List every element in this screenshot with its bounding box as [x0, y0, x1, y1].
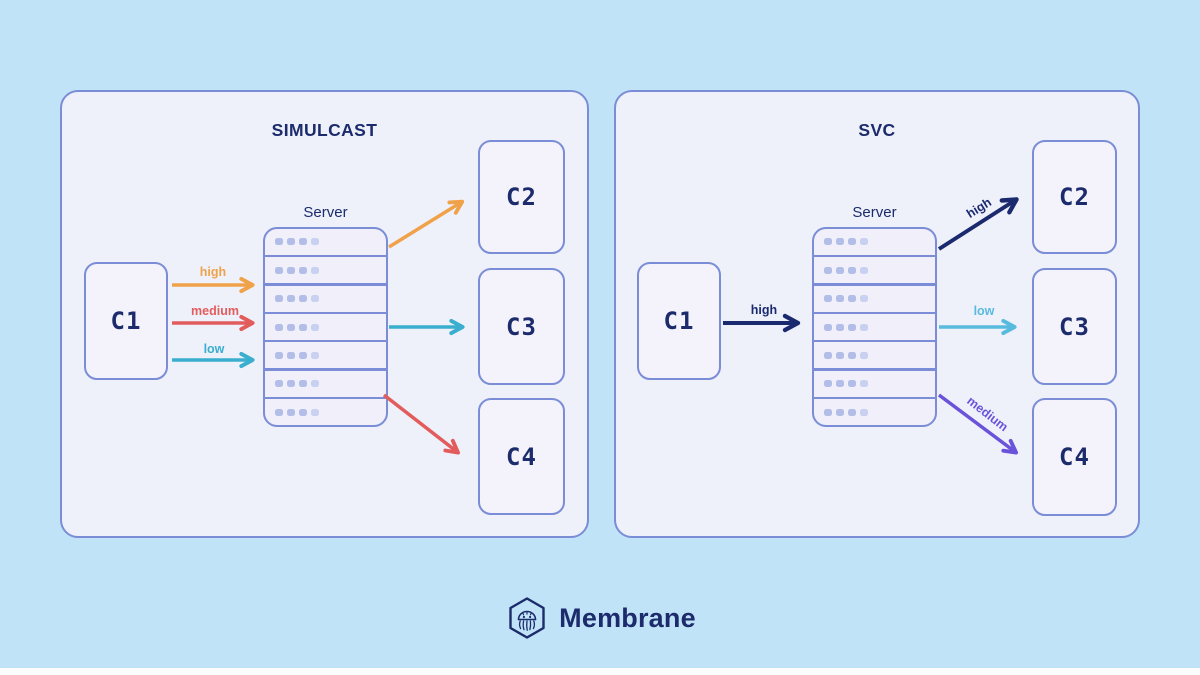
simulcast-uplink-high-label: high [199, 265, 227, 279]
led-dot [311, 351, 319, 359]
panel-title-svc: SVC [858, 120, 896, 140]
server-row [814, 229, 935, 255]
led-dot [860, 408, 868, 416]
server-row [265, 229, 386, 255]
led-dot [860, 238, 868, 246]
led-dot [275, 351, 283, 359]
led-dot [311, 408, 319, 416]
server-row [814, 314, 935, 340]
simulcast-client-c2: C2 [478, 140, 565, 254]
brand-footer: Membrane [0, 595, 1200, 641]
led-dot [824, 408, 832, 416]
server-row [814, 257, 935, 284]
led-dot [275, 266, 283, 274]
led-dot [824, 351, 832, 359]
led-dot [287, 408, 295, 416]
led-dot [848, 238, 856, 246]
led-dot [824, 323, 832, 331]
led-dot [299, 351, 307, 359]
led-dot [824, 266, 832, 274]
server-row [814, 370, 935, 397]
svc-client-c3: C3 [1032, 268, 1117, 385]
led-dot [836, 295, 844, 303]
server-row [265, 342, 386, 369]
led-dot [311, 266, 319, 274]
led-dot [848, 323, 856, 331]
led-dot [275, 408, 283, 416]
server-row [265, 285, 386, 312]
led-dot [860, 351, 868, 359]
svc-server-label: Server [852, 204, 897, 221]
led-dot [299, 266, 307, 274]
simulcast-client-c4: C4 [478, 398, 565, 515]
led-dot [860, 380, 868, 388]
led-dot [824, 380, 832, 388]
server-row [814, 342, 935, 369]
led-dot [299, 238, 307, 246]
led-dot [836, 380, 844, 388]
led-dot [299, 295, 307, 303]
led-dot [275, 238, 283, 246]
server-row [814, 285, 935, 312]
simulcast-client-c3: C3 [478, 268, 565, 385]
server-row [814, 399, 935, 425]
svc-client-c2: C2 [1032, 140, 1117, 254]
led-dot [275, 380, 283, 388]
server-row [265, 370, 386, 397]
led-dot [836, 238, 844, 246]
svc-client-c4: C4 [1032, 398, 1117, 516]
led-dot [287, 295, 295, 303]
led-dot [299, 380, 307, 388]
svc-downlink-low-label: low [973, 304, 995, 318]
brand-name: Membrane [559, 602, 696, 633]
led-dot [860, 266, 868, 274]
led-dot [287, 380, 295, 388]
simulcast-client-c1: C1 [84, 262, 168, 380]
svc-client-c1: C1 [637, 262, 721, 380]
svc-uplink-high-label: high [750, 303, 778, 317]
led-dot [836, 351, 844, 359]
led-dot [824, 238, 832, 246]
led-dot [848, 351, 856, 359]
membrane-jellyfish-logo-icon [509, 597, 545, 639]
server-row [265, 314, 386, 340]
simulcast-uplink-medium-label: medium [191, 304, 239, 318]
led-dot [848, 266, 856, 274]
led-dot [848, 408, 856, 416]
led-dot [836, 323, 844, 331]
led-dot [836, 266, 844, 274]
simulcast-server-label: Server [303, 204, 348, 221]
svc-server [812, 227, 937, 427]
led-dot [860, 323, 868, 331]
simulcast-uplink-low-label: low [203, 342, 225, 356]
led-dot [311, 238, 319, 246]
simulcast-server [263, 227, 388, 427]
led-dot [848, 380, 856, 388]
led-dot [275, 295, 283, 303]
led-dot [299, 323, 307, 331]
server-row [265, 257, 386, 284]
led-dot [311, 295, 319, 303]
led-dot [287, 238, 295, 246]
panel-title-simulcast: SIMULCAST [271, 120, 378, 140]
led-dot [287, 266, 295, 274]
led-dot [287, 351, 295, 359]
led-dot [311, 380, 319, 388]
led-dot [311, 323, 319, 331]
led-dot [824, 295, 832, 303]
led-dot [299, 408, 307, 416]
led-dot [860, 295, 868, 303]
bottom-strip [0, 668, 1200, 675]
server-row [265, 399, 386, 425]
led-dot [836, 408, 844, 416]
led-dot [848, 295, 856, 303]
led-dot [287, 323, 295, 331]
led-dot [275, 323, 283, 331]
